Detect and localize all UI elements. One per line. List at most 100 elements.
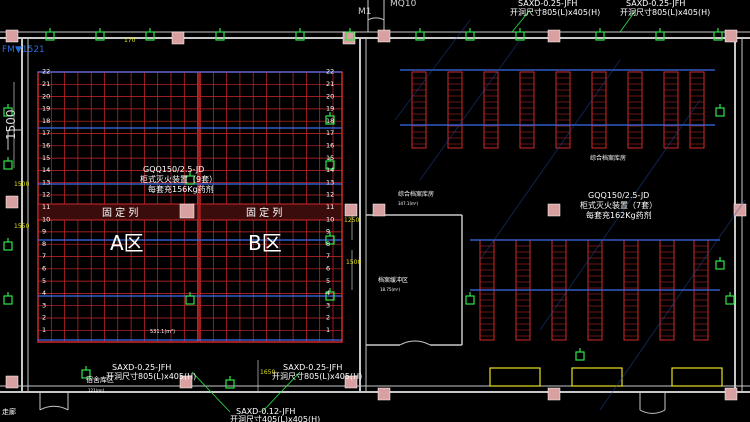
row-number-right: 8	[326, 240, 330, 248]
vent-top-2: SAXD-0.25-JFH	[626, 0, 685, 8]
device-cabinet	[724, 29, 738, 43]
row-number-left: 8	[42, 240, 46, 248]
row-number-left: 16	[42, 142, 50, 150]
row-number-left: 18	[42, 117, 50, 125]
rack-unit	[411, 71, 427, 149]
vent-top-1: SAXD-0.25-JFH	[518, 0, 577, 8]
vent-bl-2-size: 开洞尺寸805(L)x405(H)	[272, 371, 362, 381]
row-number-right: 16	[326, 142, 334, 150]
vent-unit	[671, 367, 723, 387]
row-number-left: 3	[42, 301, 46, 309]
vent-bl-1: SAXD-0.25-JFH	[112, 363, 171, 372]
text-layer: FM▼1521 M1 MQ10 1500 1500 1550 1250 1500…	[2, 0, 710, 422]
bottom-door-jamb	[39, 392, 69, 410]
row-number-left: 2	[42, 314, 46, 322]
extinguisher-devices	[5, 29, 747, 401]
leader	[619, 9, 637, 33]
sensor-icon	[3, 160, 13, 170]
sensor-icon	[715, 260, 725, 270]
room-upper-right: 综合档案库房	[590, 154, 626, 162]
device-cabinet	[171, 31, 185, 45]
device-cabinet	[5, 29, 19, 43]
rack-unit	[483, 71, 499, 149]
row-number-right: 15	[326, 154, 334, 162]
leader	[191, 371, 231, 413]
rack-unit	[627, 71, 643, 149]
row-number-left: 17	[42, 129, 50, 137]
room-mid-area: 347.1(m²)	[398, 201, 419, 206]
rack-unit	[519, 71, 535, 149]
leader	[261, 371, 301, 413]
left-device-code: GQQ150/2.5-JD	[143, 165, 204, 174]
pipes-left	[38, 71, 342, 341]
device-cabinet	[5, 375, 19, 389]
vent-bottom-size: 开洞尺寸405(L)x405(H)	[230, 414, 320, 422]
left-dim: 1500	[4, 109, 18, 140]
bottom-right-door-arc	[639, 409, 666, 414]
top-door-jamb	[367, 0, 385, 32]
left-dim-small: 1500	[14, 181, 29, 188]
row-number-left: 19	[42, 105, 50, 113]
row-number-left: 4	[42, 289, 46, 297]
leader-lines	[191, 9, 637, 413]
row-number-left: 1	[42, 326, 46, 334]
row-number-left: 5	[42, 277, 46, 285]
row-number-left: 13	[42, 178, 50, 186]
dimension-lines	[13, 82, 353, 392]
row-number-right: 6	[326, 265, 330, 273]
left-device-name: 柜式灭火装置（9套）	[140, 174, 217, 184]
rack-unit	[447, 71, 463, 149]
sensor-icon	[3, 295, 13, 305]
rack-unit	[555, 71, 571, 149]
row-number-left: 14	[42, 166, 50, 174]
leader	[511, 9, 531, 33]
vents	[489, 367, 723, 387]
dim-1250: 1250	[344, 217, 359, 224]
row-number-left: 7	[42, 252, 46, 260]
row-number-left: 9	[42, 228, 46, 236]
row-number-right: 1	[326, 326, 330, 334]
row-number-right: 9	[326, 228, 330, 236]
vent-top-2-size: 开洞尺寸805(L)x405(H)	[620, 7, 710, 17]
fixed-column-b	[199, 203, 343, 221]
row-number-right: 11	[326, 203, 334, 211]
sensor-icon	[225, 379, 235, 389]
zone-b-label: B区	[248, 231, 282, 255]
sensor-icon	[725, 295, 735, 305]
sensor-icon	[575, 351, 585, 361]
buffer-door-arc	[399, 340, 431, 346]
left-dim-small2: 1550	[14, 223, 29, 230]
row-number-right: 19	[326, 105, 334, 113]
device-cabinet	[179, 203, 195, 219]
bottom-left-corner: 走廊	[2, 407, 16, 416]
top-mid-code: MQ10	[390, 0, 417, 9]
vent-unit	[489, 367, 541, 387]
row-number-right: 2	[326, 314, 330, 322]
room-mid: 综合档案库房	[398, 190, 434, 198]
rack-unit	[591, 71, 607, 149]
row-number-left: 15	[42, 154, 50, 162]
room-buffer: 档案缓冲区	[378, 276, 408, 284]
bottom-left-room: 宿舍库区	[86, 375, 114, 384]
dim-1500-mid: 1500	[346, 259, 361, 266]
sensor-icon	[465, 295, 475, 305]
vent-bottom: SAXD-0.12-JFH	[236, 407, 295, 416]
row-number-left: 10	[42, 215, 50, 223]
device-cabinet	[5, 195, 19, 209]
right-device-fill: 每套充162Kg药剂	[586, 210, 652, 220]
top-m1: M1	[358, 7, 372, 17]
row-number-right: 21	[326, 80, 334, 88]
sensors	[3, 28, 735, 389]
row-number-right: 12	[326, 191, 334, 199]
row-number-right: 4	[326, 289, 330, 297]
row-number-left: 20	[42, 92, 50, 100]
row-number-right: 13	[326, 178, 334, 186]
left-device-fill: 每套充156Kg药剂	[148, 184, 214, 194]
row-number-left: 22	[42, 68, 50, 76]
row-numbers: 1234567891011121314151617181920212212345…	[42, 68, 334, 334]
fixed-col-a-label: 固 定 列	[102, 206, 138, 219]
left-area-note: 531.1(m²)	[150, 329, 175, 335]
